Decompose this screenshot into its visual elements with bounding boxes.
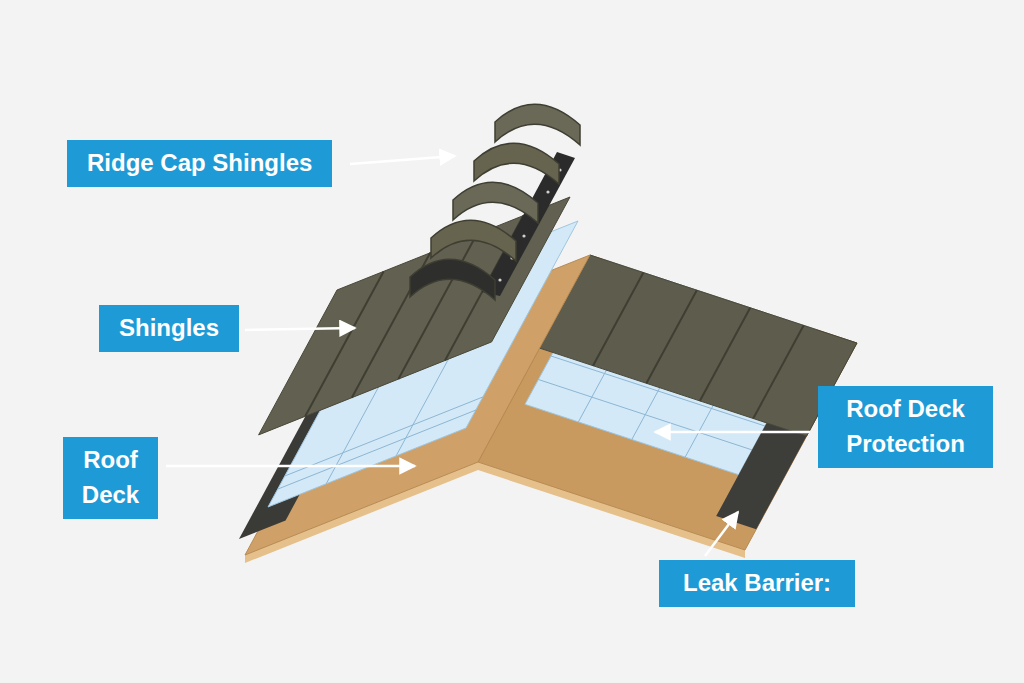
leader-lines [166,156,810,556]
vent-hole [498,278,501,281]
grid-line [278,410,476,489]
shingle-courses [593,273,804,419]
ridge-cap [453,182,538,223]
shingle-field [540,255,857,436]
leader-line [245,328,355,330]
label-box: Roof Deck Protection [818,386,993,468]
label-text: Leak Barrier: [683,566,831,601]
course-line [753,325,803,418]
course-line [593,273,643,366]
course-line [305,271,383,416]
vent-hole [522,234,525,237]
label-text: Ridge Cap Shingles [87,146,312,181]
ridge-cap [474,143,559,184]
course-line [700,308,750,401]
leader-line [350,156,455,164]
ridge-caps [410,104,580,300]
label-box: Shingles [99,305,239,352]
leader-line [166,465,415,468]
ridge-cap [495,104,580,145]
label-text: Shingles [119,311,219,346]
course-line [398,234,476,379]
ridge-vent [482,152,575,296]
shingle-courses [305,216,523,417]
label-text: Roof Deck Protection [830,392,981,462]
leader-line [655,431,810,434]
ridge-assembly [410,104,580,300]
left-slope [239,197,590,563]
label-box: Ridge Cap Shingles [67,140,332,187]
ridge-cap [431,220,516,261]
leader-line [705,512,738,556]
ridge-cap [410,259,495,300]
label-text: Roof Deck [75,443,146,513]
course-line [646,290,696,383]
vent-hole [546,190,549,193]
label-box: Leak Barrier: [659,560,855,607]
label-box: Roof Deck [63,437,158,519]
